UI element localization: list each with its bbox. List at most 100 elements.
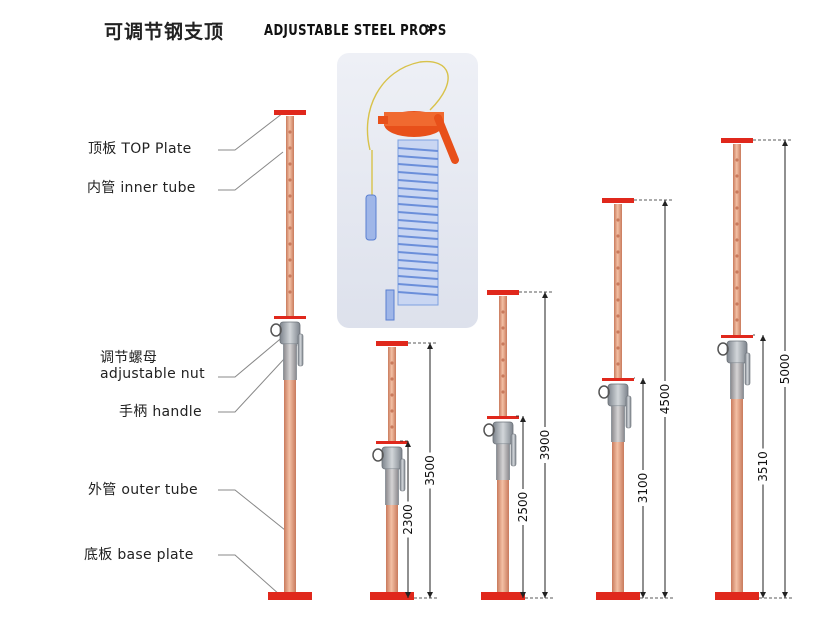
base-plate [715,592,759,600]
dimension-label-bg [636,470,650,506]
tube-hole [501,342,505,346]
title-arrow-icon[interactable]: › [425,17,433,39]
dimension-label-bg [538,427,552,463]
title-english: ADJUSTABLE STEEL PROPS [264,21,447,39]
tube-hole [288,290,292,294]
dimension-label-bg [756,448,770,485]
nut-sleeve [385,469,399,505]
handle [297,333,304,367]
arrow-up-icon [662,200,668,206]
tube-hole [735,190,739,194]
nut-sleeve [496,444,510,480]
tube-hole [735,302,739,306]
collar-plate [721,335,753,338]
arrow-up-icon [640,378,646,384]
nut-ring [270,323,282,337]
tube-hole [390,377,394,381]
tube-hole [735,222,739,226]
dimension-label: 3500 [423,455,437,486]
tube-hole [501,310,505,314]
dimension-outer: 2300 [401,441,415,598]
dimension-label: 3510 [756,451,770,482]
nut-ring [372,448,384,462]
collar-plate [274,316,306,319]
tube-hole [390,361,394,365]
dimension-label: 4500 [658,384,672,415]
tube-hole [501,390,505,394]
arrow-up-icon [782,140,788,146]
adjustable-nut [381,446,403,470]
adjustable-nut [607,383,629,407]
tube-hole [288,178,292,182]
handle [510,433,517,467]
dimension-label-bg [658,381,672,417]
collar-plate [487,416,519,419]
orange-nut-icon [378,111,459,164]
nut-ring [483,423,495,437]
nut-ring [717,342,729,356]
dimension-label: 3100 [636,473,650,504]
tube-hole [616,250,620,254]
arrow-down-icon [760,592,766,598]
handle [744,352,751,386]
prop-3 [481,290,525,600]
arrow-down-icon [405,592,411,598]
arrow-up-icon [427,343,433,349]
inner-tube [286,116,294,318]
tube-hole [288,146,292,150]
label-adjustable-nut-en: adjustable nut [100,366,205,382]
tube-hole [735,158,739,162]
tube-hole [735,286,739,290]
arrow-down-icon [782,592,788,598]
tube-hole [735,270,739,274]
adjustable-nut [726,340,748,364]
tube-hole [288,258,292,262]
dimension-total: 5000 [778,140,792,598]
title-chinese: 可调节钢支顶 [104,21,225,43]
label-top-plate: 顶板 TOP Plate [88,141,192,157]
arrow-up-icon [542,292,548,298]
base-plate [268,592,312,600]
tube-hole [735,318,739,322]
dimension-label-bg [778,351,792,387]
tube-hole [501,358,505,362]
arrow-down-icon [520,592,526,598]
dimension-total: 4500 [658,200,672,598]
tube-hole [501,374,505,378]
arrow-up-icon [405,441,411,447]
arrow-up-icon [760,335,766,341]
spring-tube-icon [385,139,439,321]
tube-hole [501,326,505,330]
tube-hole [616,330,620,334]
tube-hole [390,409,394,413]
arrow-down-icon [662,592,668,598]
arrow-down-icon [542,592,548,598]
tube-hole [616,282,620,286]
tube-hole [616,362,620,366]
tube-hole [616,266,620,270]
top-plate [487,290,519,295]
inner-tube [614,204,622,380]
label-inner-tube: 内管 inner tube [87,180,196,196]
top-plate [376,341,408,346]
dimension-label-bg [401,501,415,538]
tube-hole [288,162,292,166]
inner-tube [499,296,507,418]
dimension-label: 2500 [516,492,530,523]
nut-sleeve [611,406,625,442]
dimension-label: 5000 [778,354,792,385]
collar-plate [602,378,634,381]
adjustable-nut [492,421,514,445]
outer-tube [284,330,296,592]
tube-hole [288,274,292,278]
handle [399,458,406,492]
arrow-down-icon [640,592,646,598]
prop-2 [370,341,414,600]
dimension-total: 3900 [538,292,552,598]
top-plate [274,110,306,115]
tube-hole [616,298,620,302]
arrow-down-icon [427,592,433,598]
prop-4 [596,198,640,600]
tube-hole [616,234,620,238]
